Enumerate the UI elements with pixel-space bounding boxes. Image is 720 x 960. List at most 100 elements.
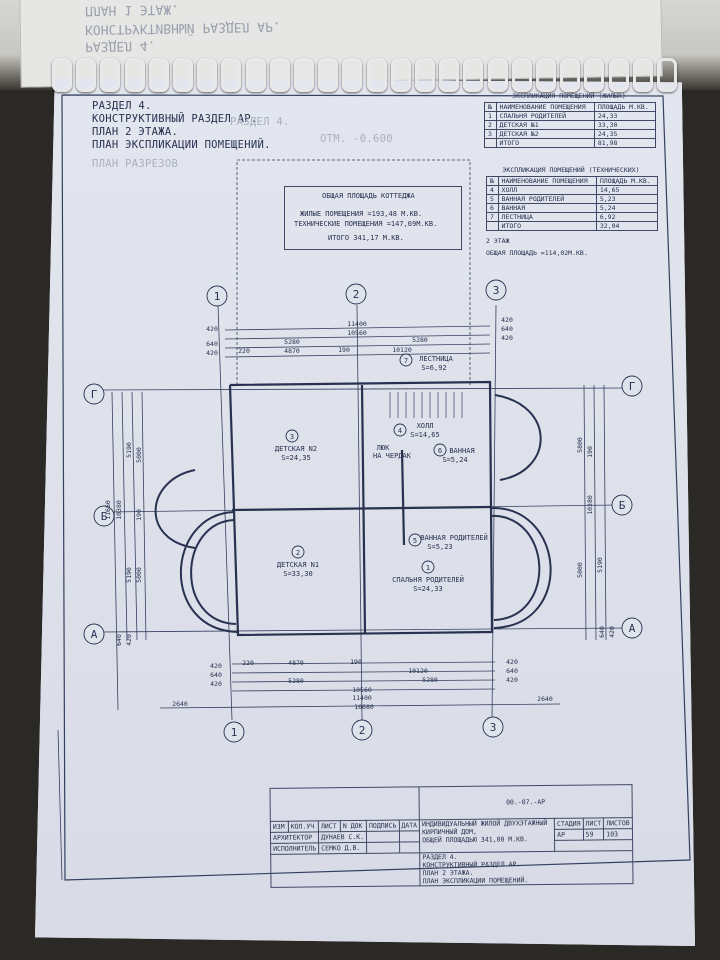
room-area-6: S=5,24: [442, 456, 467, 464]
title-line-2: КОНСТРУКТИВНЫЙ РАЗДЕЛ АР.: [92, 113, 258, 125]
axis-bubble-top-1: [206, 285, 228, 307]
room-num-5: 5: [413, 537, 417, 545]
svg-text:5000: 5000: [135, 447, 143, 463]
room-num-1: 1: [426, 564, 430, 572]
svg-text:11400: 11400: [352, 694, 372, 702]
room-bubble-2: [291, 545, 305, 559]
axis-bubble-top-2: [345, 283, 367, 305]
svg-text:640: 640: [206, 340, 218, 348]
binding-ring: [173, 58, 193, 92]
svg-text:2640: 2640: [537, 695, 553, 703]
stage-label: СТАДИЯ: [554, 818, 584, 830]
svg-text:10120: 10120: [408, 667, 428, 675]
floor-label: 2 ЭТАЖ: [486, 237, 510, 245]
svg-text:190: 190: [135, 509, 143, 521]
axis-bubble-right-a: [621, 617, 643, 639]
inner-wall-v2: [400, 449, 406, 546]
inner-wall-h1: [231, 505, 491, 512]
axis-label-right-g: Г: [629, 380, 636, 393]
svg-text:5280: 5280: [412, 336, 428, 344]
title-block: 00.-07.-АР ИЗМ КОЛ.УЧ ЛИСТ N ДОК ПОДПИСЬ…: [269, 784, 633, 888]
room-name-6: ВАННАЯ: [449, 447, 474, 455]
binding-ring: [100, 58, 121, 92]
ghost-page-2: ПЛАН РАЗРЕЗОВ: [92, 158, 179, 170]
binding-ring: [536, 58, 556, 92]
binding-ring: [439, 58, 460, 92]
axis-label-right-a: А: [629, 622, 636, 635]
room-name-2: ДЕТСКАЯ N1: [277, 561, 319, 569]
project-line-3: ОБЩЕЙ ПЛОЩАДЬЮ 341,00 М.КВ.: [422, 835, 528, 845]
svg-text:420: 420: [206, 349, 218, 357]
axis-bubble-right-g: [621, 375, 643, 397]
axis-bubble-bottom-1: [223, 721, 245, 743]
svg-text:5280: 5280: [288, 677, 304, 685]
room-num-7: 7: [404, 357, 408, 365]
axis-bubble-left-a: [83, 623, 105, 645]
axis-bubble-right-b: [611, 494, 633, 516]
stamp-code: 00.-07.-АР: [419, 784, 633, 820]
binding-ring: [221, 58, 242, 92]
room-name-4: ХОЛЛ: [417, 422, 434, 430]
svg-text:10560: 10560: [347, 329, 367, 337]
room-area-5: S=5,23: [427, 543, 452, 551]
left-bay: [180, 511, 239, 633]
svg-text:10380: 10380: [115, 500, 123, 520]
svg-text:420: 420: [210, 680, 222, 688]
tech-explication: ЭКСПЛИКАЦИЯ ПОМЕЩЕНИЙ (ТЕХНИЧЕСКИХ) № НА…: [486, 166, 659, 257]
svg-text:640: 640: [598, 626, 606, 638]
svg-text:11400: 11400: [347, 320, 367, 328]
svg-text:5280: 5280: [284, 338, 300, 346]
binding-ring: [269, 58, 290, 92]
axis-label-left-a: А: [91, 628, 98, 641]
axis-line-3: [491, 304, 497, 721]
room-area-7: S=6,92: [421, 364, 446, 372]
sheets-value: 103: [603, 828, 633, 840]
room-bubble-5: [408, 533, 422, 547]
svg-text:2640: 2640: [172, 700, 188, 708]
tech-title: ЭКСПЛИКАЦИЯ ПОМЕЩЕНИЙ (ТЕХНИЧЕСКИХ): [502, 166, 640, 174]
room-bubble-1: [421, 560, 435, 574]
binding-ring: [584, 58, 605, 92]
svg-text:640: 640: [501, 325, 513, 333]
cottage-tech: ТЕХНИЧЕСКИЕ ПОМЕЩЕНИЯ =147,69М.КВ.: [294, 220, 438, 228]
svg-text:420: 420: [206, 325, 218, 333]
axis-label-top-2: 2: [353, 288, 360, 301]
binding-ring: [245, 58, 266, 92]
cottage-area-box: [284, 186, 462, 250]
cottage-total: ИТОГО 341,17 М.КВ.: [328, 234, 404, 242]
hatch-label-1: ЛЮК: [377, 444, 390, 452]
room-area-1: S=24,33: [413, 585, 443, 593]
left-bay-inner: [190, 519, 237, 625]
outer-wall: [228, 380, 494, 637]
binding-ring: [657, 58, 677, 92]
binding-ring: [366, 58, 387, 92]
binding-ring: [318, 58, 339, 92]
svg-text:5000: 5000: [135, 567, 143, 583]
svg-text:16680: 16680: [354, 703, 374, 711]
room-bubble-7: [399, 353, 413, 367]
svg-text:420: 420: [506, 676, 518, 684]
svg-text:5000: 5000: [576, 562, 584, 578]
room-name-5: ВАННАЯ РОДИТЕЛЕЙ: [420, 533, 487, 542]
architect-role: АРХИТЕКТОР: [270, 831, 319, 844]
axis-label-right-b: Б: [619, 499, 626, 512]
svg-text:220: 220: [242, 659, 254, 667]
sheet-label: ЛИСТ: [582, 817, 604, 830]
binding-ring: [76, 58, 97, 92]
binding-ring: [124, 58, 145, 92]
title-line-4: ПЛАН ЭКСПЛИКАЦИИ ПОМЕЩЕНИЙ.: [92, 139, 271, 151]
svg-text:420: 420: [506, 658, 518, 666]
binding-ring: [294, 58, 314, 92]
room-area-2: S=33,30: [283, 570, 313, 578]
binding-ring: [560, 58, 581, 92]
svg-text:11660: 11660: [104, 500, 112, 520]
svg-text:640: 640: [210, 671, 222, 679]
floor-total: ОБЩАЯ ПЛОЩАДЬ =114,02М.КВ.: [486, 249, 588, 257]
svg-text:10120: 10120: [392, 346, 412, 354]
binding-ring: [197, 58, 218, 92]
binding-ring: [608, 58, 629, 92]
room-name-1: СПАЛЬНЯ РОДИТЕЛЕЙ: [392, 575, 464, 584]
room-area-4: S=14,65: [410, 431, 440, 439]
binding-ring: [342, 58, 363, 92]
